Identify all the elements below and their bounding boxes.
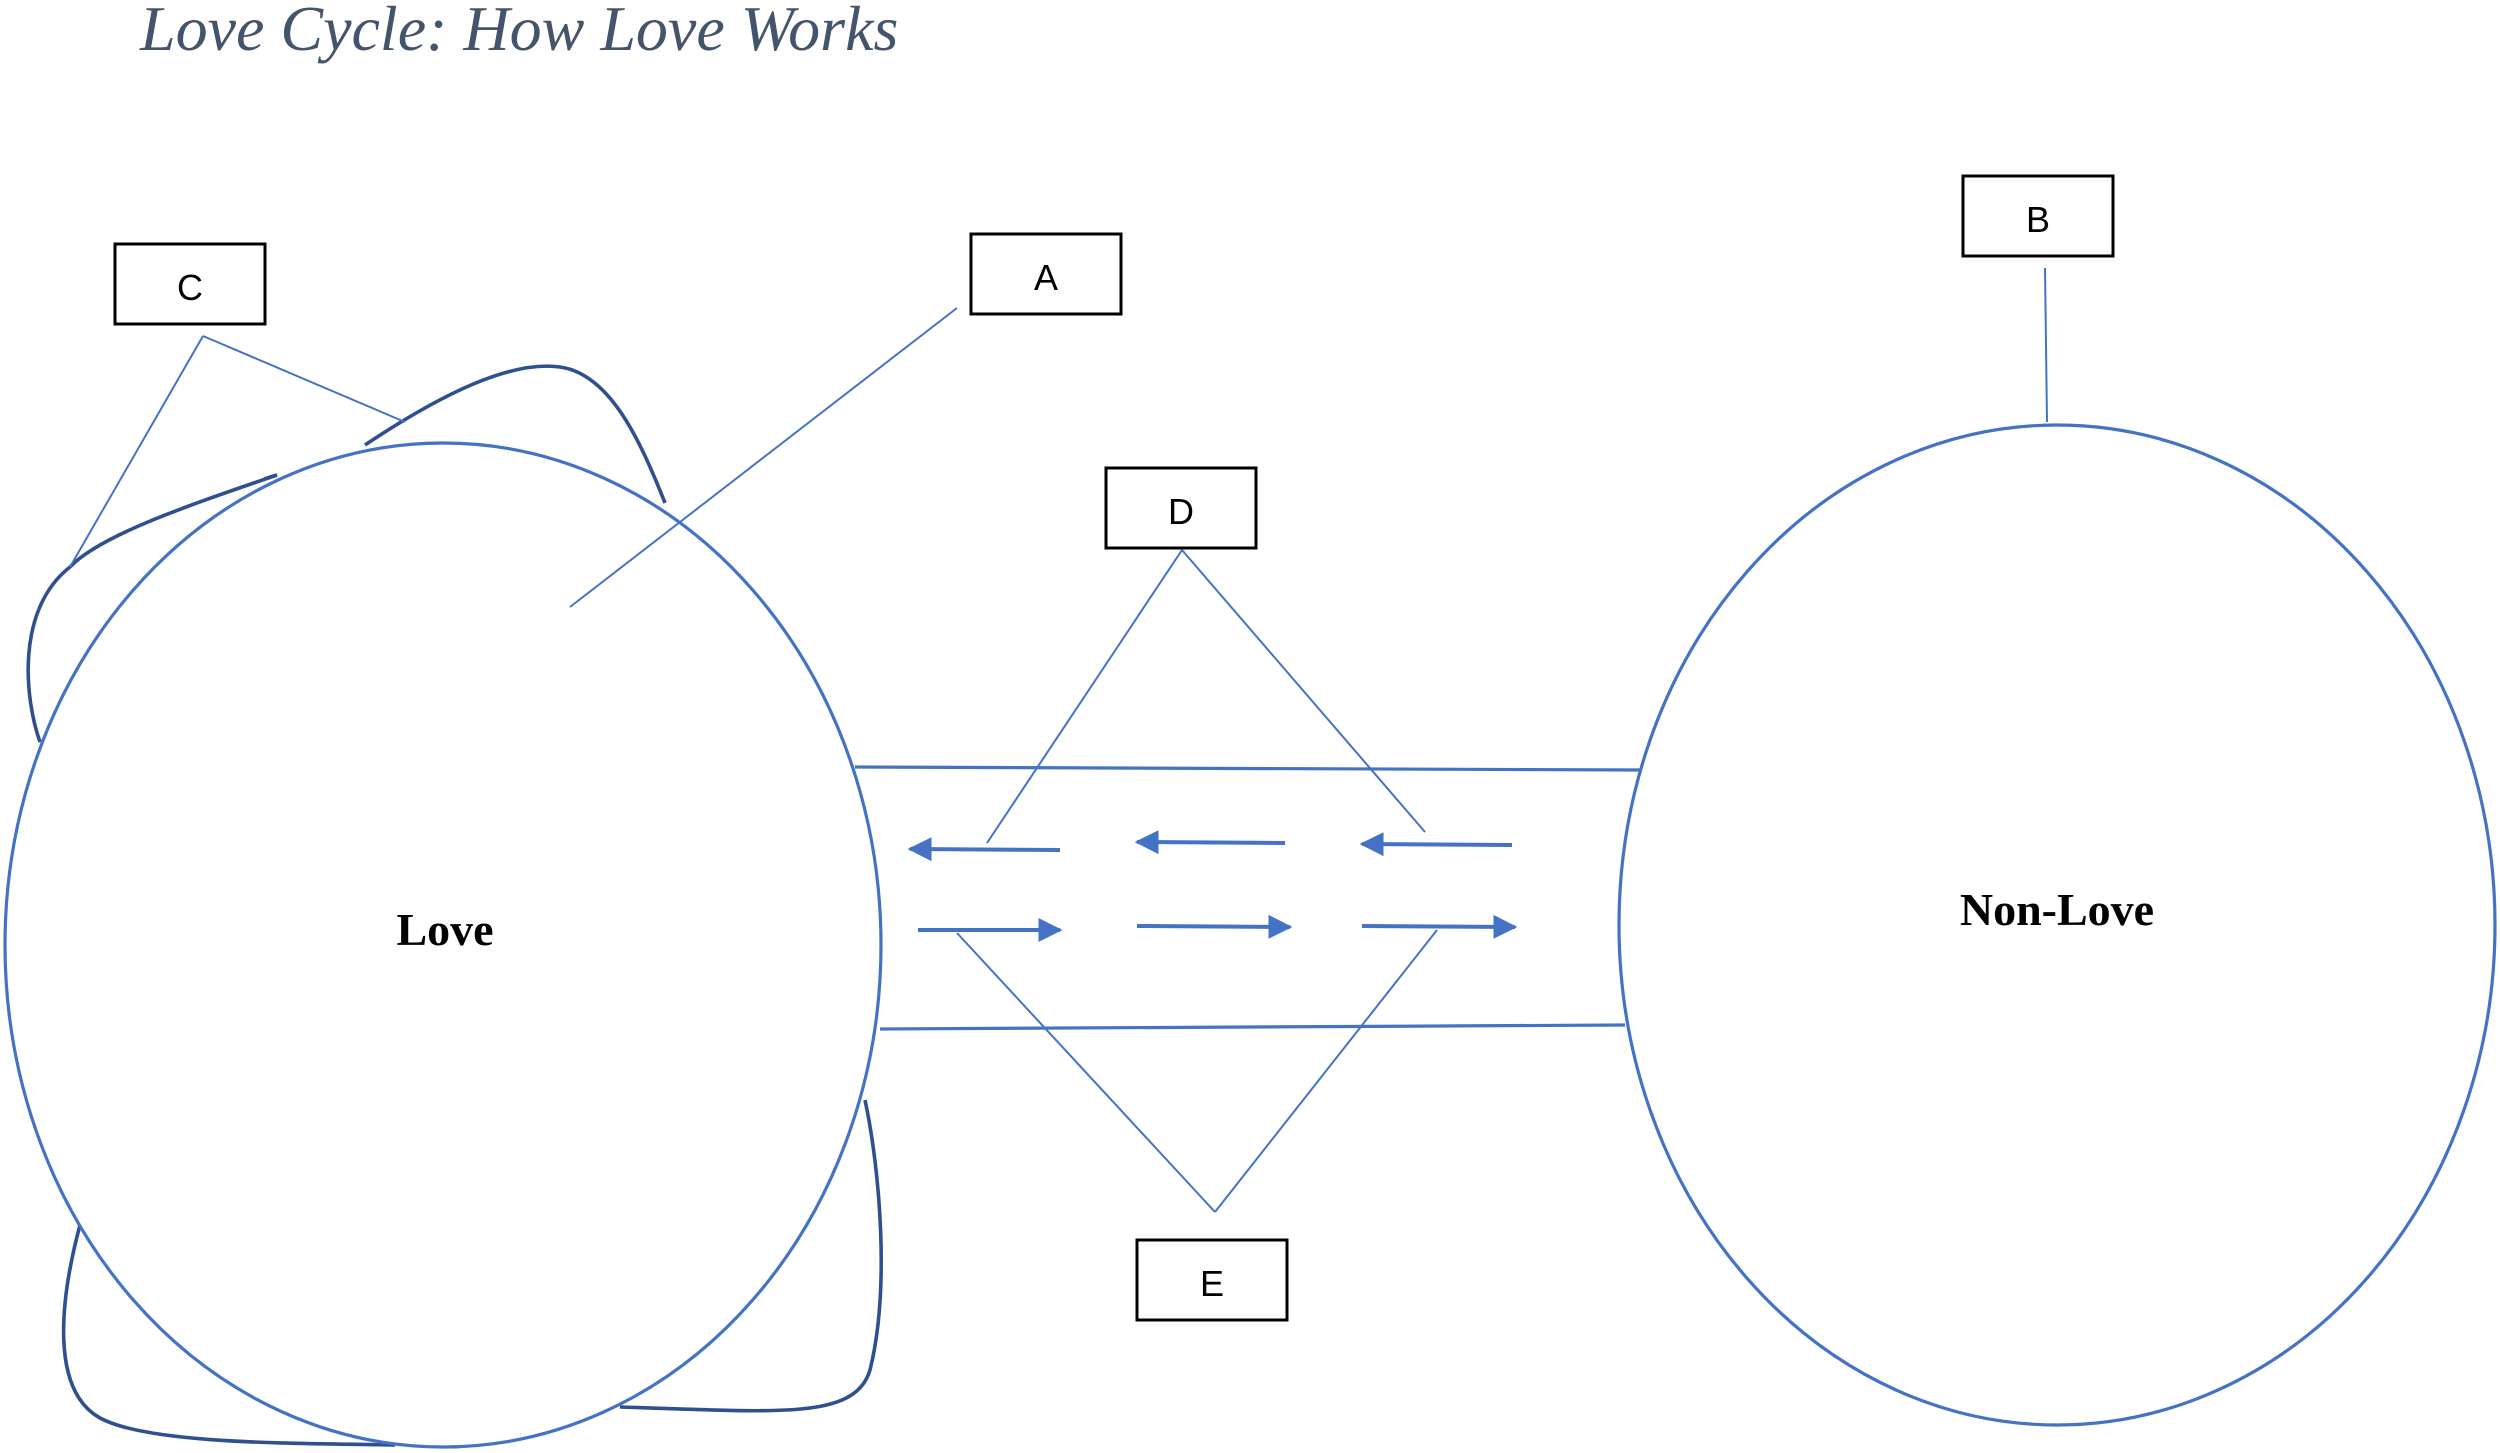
- outflow-arrow-2: [1136, 914, 1293, 939]
- label-box-b-text: B: [2026, 199, 2050, 240]
- leader-d-right: [1181, 549, 1426, 833]
- love-loop-left: [26, 473, 278, 743]
- love-circle: [3, 441, 883, 1449]
- outflow-arrow-3: [1361, 914, 1518, 939]
- label-box-a-text: A: [1034, 257, 1058, 298]
- channel-top-line: [854, 765, 1641, 772]
- love-label: Love: [396, 904, 493, 955]
- label-box-c: C: [113, 242, 267, 326]
- love-loop-top: [364, 364, 667, 504]
- leader-c-left: [69, 335, 204, 568]
- return-arrow-2: [1134, 830, 1286, 855]
- leader-b: [2044, 267, 2048, 423]
- love-loop-left-tick: [263, 473, 278, 481]
- love-loop-bottom-right: [619, 1099, 883, 1413]
- label-box-d-text: D: [1168, 491, 1194, 532]
- diagram-title: Love Cycle: How Love Works: [139, 0, 898, 64]
- non-love-label: Non-Love: [1960, 884, 2154, 935]
- return-arrow-1: [907, 837, 1061, 862]
- non-love-circle: [1617, 423, 2497, 1427]
- channel-bottom-line: [879, 1023, 1626, 1031]
- label-box-b: B: [1961, 174, 2115, 258]
- label-box-a: A: [969, 232, 1123, 316]
- leader-a: [569, 307, 958, 608]
- label-box-d: D: [1104, 466, 1258, 550]
- label-box-e: E: [1135, 1238, 1289, 1322]
- leader-d-left: [986, 549, 1183, 844]
- leader-e-right: [1214, 929, 1438, 1213]
- leader-c-right: [202, 335, 406, 423]
- label-box-e-text: E: [1200, 1263, 1224, 1304]
- leader-e-left: [956, 932, 1216, 1213]
- label-box-c-text: C: [177, 267, 203, 308]
- love-loop-bottom-left: [61, 1224, 396, 1447]
- return-arrow-3: [1359, 832, 1513, 857]
